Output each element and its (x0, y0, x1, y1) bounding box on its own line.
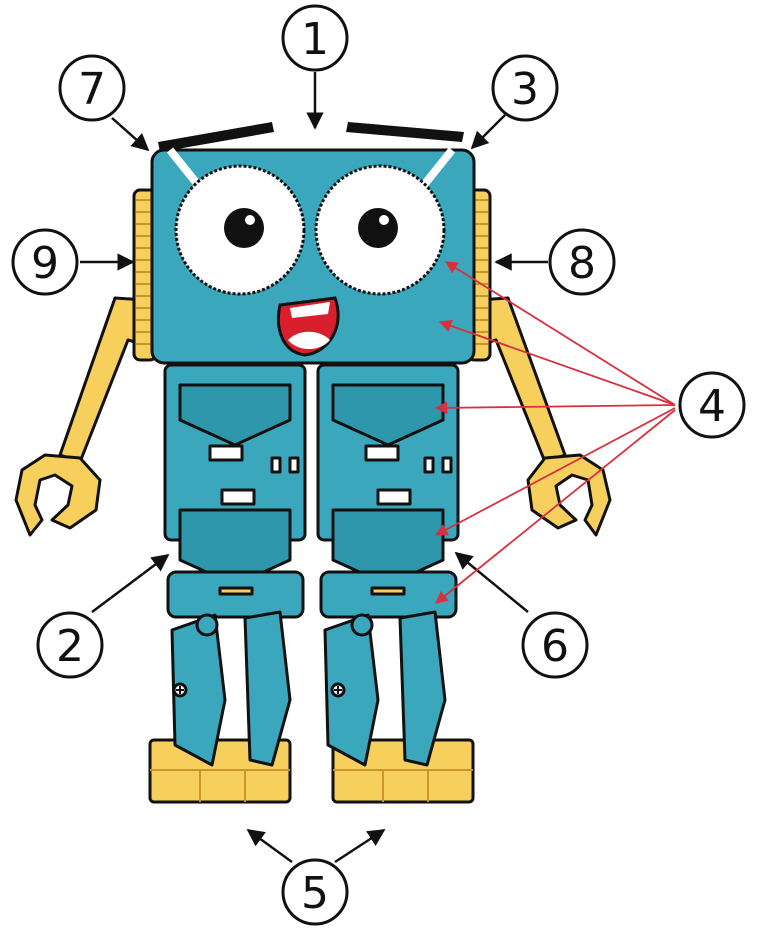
callout-9-label: 9 (31, 238, 59, 289)
callout-8: 8 (548, 228, 616, 296)
right-eye (314, 164, 446, 296)
callout-2-label: 2 (56, 621, 84, 672)
arrow-3 (470, 114, 506, 150)
right-arm (476, 296, 612, 537)
left-arm (14, 296, 147, 537)
callout-5-label: 5 (301, 868, 329, 919)
robot-head (150, 122, 476, 365)
arrow-7 (111, 117, 150, 152)
right-upper-leg (316, 363, 460, 587)
callout-2: 2 (36, 611, 104, 679)
callout-4-label: 4 (698, 381, 726, 432)
callout-8-label: 8 (568, 238, 596, 289)
callout-1: 1 (281, 4, 349, 72)
callout-3-label: 3 (511, 64, 539, 115)
right-eyebrow (346, 122, 464, 142)
callout-1-label: 1 (301, 14, 329, 65)
left-eye (174, 164, 306, 296)
arrow-5a (246, 828, 293, 864)
callout-4: 4 (678, 371, 746, 439)
callout-9: 9 (11, 228, 79, 296)
callout-6-label: 6 (541, 621, 569, 672)
left-eyebrow (158, 122, 274, 152)
callout-7-label: 7 (78, 64, 106, 115)
left-upper-leg (163, 363, 307, 587)
right-lower-leg (319, 570, 458, 767)
black-arrows (80, 72, 548, 864)
arrow-6 (454, 551, 529, 613)
callout-3: 3 (491, 54, 559, 122)
callout-6: 6 (521, 611, 589, 679)
red-arrows (434, 261, 676, 604)
left-lower-leg (166, 570, 305, 767)
callout-5: 5 (281, 858, 349, 926)
arrow-2 (91, 553, 170, 613)
mouth (276, 296, 340, 357)
callout-7: 7 (58, 54, 126, 122)
arrow-5b (334, 828, 386, 864)
